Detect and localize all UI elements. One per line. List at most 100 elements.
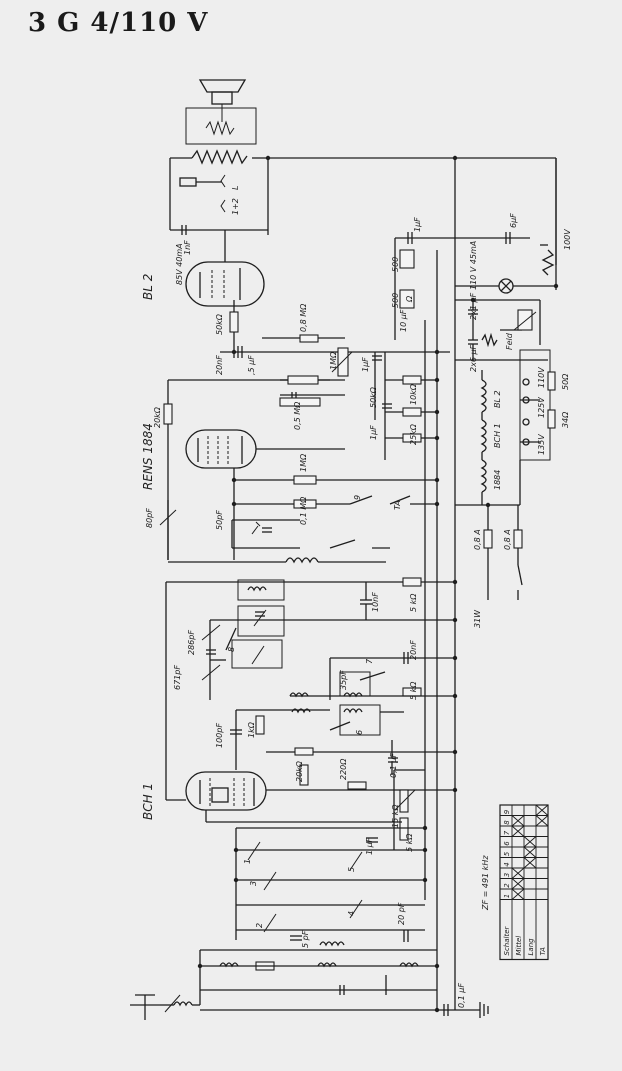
switch-table-header-cell: 1 <box>503 894 511 898</box>
switch-table-header-cell: 8 <box>503 820 511 825</box>
label-fuse-a: 0,8 A <box>473 529 482 550</box>
junctions <box>197 155 559 1013</box>
label-sw-9: 9 <box>353 495 362 500</box>
tube-bch1 <box>185 771 455 811</box>
label-r-50ohm: 50Ω <box>561 373 570 390</box>
label-c-10uf: 10 μF <box>399 309 408 332</box>
switch-table-mark <box>535 804 549 816</box>
label-fuse-b: 0,8 A <box>503 529 512 550</box>
label-sw-5: 5 <box>347 867 356 872</box>
label-r-5k-a: 5 kΩ <box>409 593 418 612</box>
label-r-1m-pot: 1MΩ <box>329 351 338 370</box>
switch-table-row-label: TA <box>539 947 547 956</box>
antenna <box>130 994 200 1020</box>
switch-table-header-cell: 6 <box>503 841 511 846</box>
label-sw-7: 7 <box>365 658 374 664</box>
output-transformer: L 1+2 <box>169 149 269 235</box>
label-r-50k-top: 50kΩ <box>215 313 224 335</box>
label-sw-ta: TA <box>393 500 402 510</box>
label-heater-bl2: BL 2 <box>493 390 502 408</box>
switch-table-mark <box>511 815 525 827</box>
label-r-5k-b: 5 kΩ <box>409 681 418 700</box>
label-c-5pf: ,5 μF <box>247 355 256 375</box>
switch-table-header-cell: 7 <box>503 830 511 835</box>
svg-text:1+2: 1+2 <box>231 198 240 215</box>
switch-table-header-cell: 9 <box>503 809 511 814</box>
page-title: 3 G 4/110 V <box>28 8 209 38</box>
ground-symbol <box>200 1002 489 1018</box>
label-r-220: 220Ω <box>339 758 348 780</box>
label-r-25k: 25kΩ <box>409 423 418 445</box>
switch-table-mark <box>523 857 537 869</box>
label-r-135v: 135V <box>537 434 546 455</box>
label-c-1nf: 1nF <box>183 240 192 255</box>
label-r-1k: 1kΩ <box>247 721 256 738</box>
label-c-5pf-b: 5 pF <box>301 930 310 948</box>
label-c-20nf-top: 20nF <box>215 355 224 375</box>
switch-table-mark <box>523 836 537 848</box>
label-c-1uf-c: 1μF <box>369 425 378 440</box>
label-sw-6: 6 <box>355 730 364 735</box>
label-zf: ZF = 491 kHz <box>481 855 490 911</box>
label-c-20nf-b: 20nF <box>409 640 418 660</box>
switch-table-row-label: Mittel <box>515 936 523 956</box>
label-r-5k-c: 5 kΩ <box>405 833 414 852</box>
switch-table-mark <box>535 815 549 827</box>
label-r-08m: 0,8 MΩ <box>299 303 308 332</box>
label-heater-1884: 1884 <box>493 470 502 490</box>
switch-table-header-cell: 5 <box>503 851 511 856</box>
label-c-1uf-a: 1μF <box>361 357 370 372</box>
label-c-10nf: 10nF <box>371 592 380 612</box>
label-r-100v: 100V <box>563 229 572 250</box>
switch-table-mark <box>523 846 537 858</box>
label-c-50pf: 50pF <box>215 510 224 530</box>
label-c-01-bottom: 0,1 μF <box>457 983 466 1008</box>
label-r-01m: 0,1 MΩ <box>299 496 308 525</box>
tube-rens1884 <box>185 429 345 560</box>
label-r-110v: 110V <box>537 367 546 388</box>
label-omega: Ω <box>405 295 414 303</box>
label-c-20pf: 20 pF <box>397 902 406 925</box>
label-r-34ohm: 34Ω <box>561 411 570 428</box>
label-r-15k: 15 kΩ <box>391 804 400 828</box>
label-r-20k-rens: 20kΩ <box>153 406 162 428</box>
label-c-01uf: 0,1 μF <box>389 753 398 778</box>
tube-bl2 <box>185 230 265 307</box>
label-r-500-a: 500 <box>391 257 400 272</box>
label-sw-8: 8 <box>227 647 236 652</box>
label-c-671pf: 671pF <box>173 665 182 690</box>
label-r-1m-b: 1MΩ <box>299 453 308 472</box>
label-c-1uf-b: 1μF <box>413 217 422 232</box>
tube-label-bl2: BL 2 <box>141 274 155 300</box>
label-heater-bch1: BCH 1 <box>493 423 502 448</box>
tube-label-bch1: BCH 1 <box>141 783 155 820</box>
label-sw-4: 4 <box>347 911 356 916</box>
label-c-1uf-d: 1 μF <box>365 837 374 855</box>
label-sw-2: 2 <box>255 923 264 928</box>
label-sw-1: 1 <box>243 859 252 864</box>
switch-table-header-cell: 3 <box>503 873 511 877</box>
label-c-286pf: 286pF <box>187 630 196 655</box>
label-c-100pf: 100pF <box>215 723 224 748</box>
label-bl2-supply: 85V 40mA <box>175 243 184 285</box>
label-c-6uf: 6μF <box>509 213 518 228</box>
label-r-05m: 0,5 MΩ <box>293 401 302 430</box>
label-r-50k-b: 50kΩ <box>369 386 378 408</box>
switch-table-row-label: Lang <box>527 938 535 956</box>
label-r-125v: 125V <box>537 397 546 418</box>
switch-table-header-cell: 4 <box>503 862 511 866</box>
switch-table-mark <box>511 888 525 900</box>
svg-text:L: L <box>231 186 240 190</box>
label-r-10k: 10kΩ <box>409 383 418 405</box>
label-lamp: 110 V 45mA <box>469 241 478 290</box>
label-r-20k-b: 20kΩ <box>295 760 304 782</box>
switch-table-header-title: Schalter <box>503 925 511 955</box>
label-c-35pf: 35pF <box>339 670 348 690</box>
label-power: 31W <box>473 609 482 628</box>
label-sw-3: 3 <box>249 881 258 886</box>
label-c-2x1: 2x1 μF <box>469 292 478 320</box>
label-c-80pf: 80pF <box>145 508 154 528</box>
label-r-500-b: 500 <box>391 293 400 308</box>
